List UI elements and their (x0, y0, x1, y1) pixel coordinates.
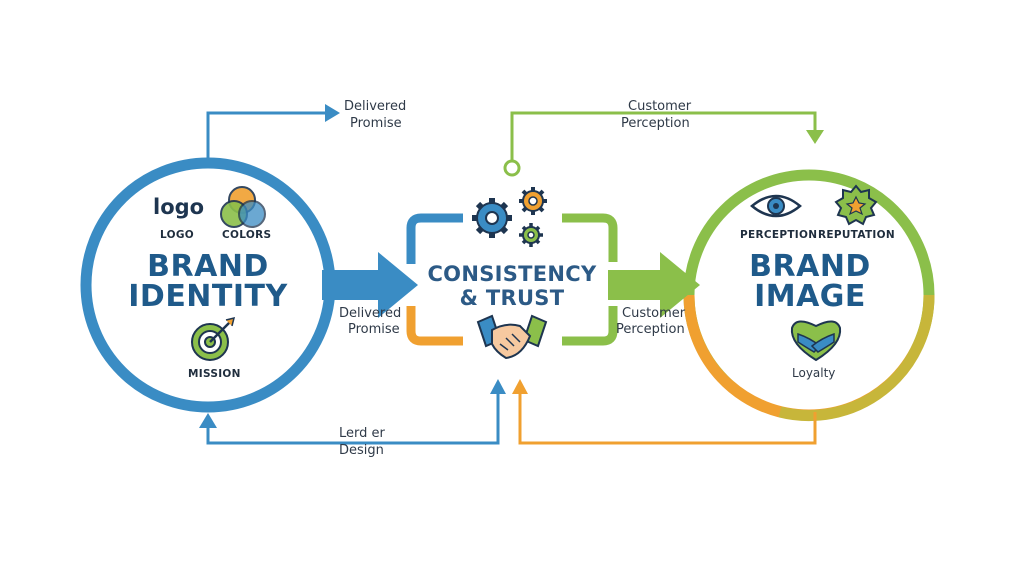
brand-image-circle-green (683, 169, 935, 296)
bottom-flow-arrow-center-blue (490, 379, 506, 394)
brand-image-title-line2: IMAGE (754, 279, 866, 314)
gears-icon (472, 187, 547, 247)
colors-icon (220, 186, 266, 228)
mid-right-flow-label-line1: Customer (622, 306, 686, 321)
top-left-flow-label-line2: Promise (350, 116, 402, 131)
consistency-title-line2: & TRUST (459, 286, 565, 310)
bottom-flow-label-line1: Lerd er (339, 426, 385, 441)
mid-left-flow-label-line2: Promise (348, 322, 400, 337)
identity-to-center-arrow (322, 252, 418, 318)
brand-image-title-line1: BRAND (749, 249, 871, 284)
top-left-flow-label-line1: Delivered (344, 99, 407, 114)
loyalty-caption: Loyalty (792, 366, 836, 380)
handshake-icon (476, 314, 548, 360)
loyalty-heart-icon (790, 320, 842, 362)
target-icon (191, 316, 236, 361)
logo-caption: LOGO (160, 229, 194, 241)
top-right-flow-label-line1: Customer (628, 99, 692, 114)
top-right-flow-label-line2: Perception (621, 116, 690, 131)
center-box-green-top (562, 213, 618, 262)
center-to-image-arrow (608, 252, 700, 318)
bottom-flow-label-line2: Design (339, 443, 384, 458)
bottom-flow-arrow-left (199, 413, 217, 428)
top-flow-line-blue (206, 111, 335, 163)
eye-icon (750, 194, 802, 218)
mission-caption: MISSION (188, 368, 241, 380)
reputation-badge-icon (834, 184, 878, 226)
brand-identity-title-line2: IDENTITY (128, 279, 288, 314)
bottom-flow-line-orange (518, 392, 817, 445)
top-flow-arrow-green (806, 130, 824, 144)
center-box-orange (406, 306, 463, 346)
top-flow-node (503, 159, 521, 177)
mid-left-flow-label-line1: Delivered (339, 306, 402, 321)
brand-identity-title-line1: BRAND (147, 249, 269, 284)
reputation-caption: REPUTATION (818, 229, 895, 241)
center-box-blue (406, 213, 463, 264)
consistency-title-line1: CONSISTENCY (427, 262, 597, 286)
logo-word: logo (153, 195, 205, 219)
mid-right-flow-label-line2: Perception (616, 322, 685, 337)
perception-caption: PERCEPTION (740, 229, 818, 241)
top-flow-line-green (510, 111, 817, 160)
bottom-flow-line-blue (206, 392, 500, 445)
colors-caption: COLORS (222, 229, 272, 241)
top-flow-arrow-blue (325, 104, 340, 122)
bottom-flow-arrow-center-orange (512, 379, 528, 394)
center-box-green-bottom (562, 306, 618, 346)
